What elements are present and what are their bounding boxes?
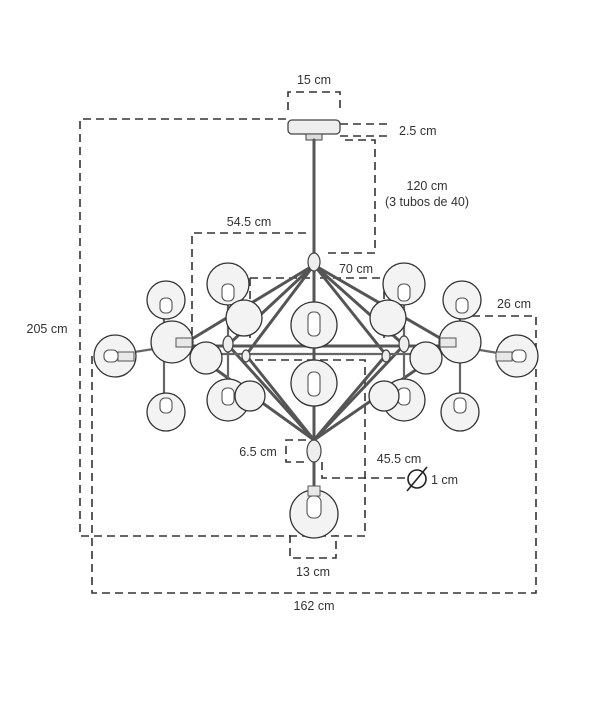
rod-length-label: 120 cm [407, 179, 448, 193]
dimension-labels: 15 cm 2.5 cm 120 cm (3 tubos de 40) 54.5… [27, 73, 532, 613]
globe [289, 485, 339, 539]
globe [290, 301, 338, 349]
globes [93, 262, 539, 539]
globe [368, 380, 400, 412]
globe [442, 280, 482, 320]
globe [146, 280, 186, 320]
canopy [287, 119, 341, 141]
lower-height-label: 45.5 cm [377, 452, 421, 466]
globe [438, 320, 482, 364]
globe [225, 299, 263, 337]
globe [382, 262, 426, 306]
tube-diameter-label: 1 cm [431, 473, 458, 487]
globe [440, 392, 480, 432]
total-width-label: 162 cm [294, 599, 335, 613]
globe [234, 380, 266, 412]
upper-span-label: 54.5 cm [227, 215, 271, 229]
diameter-icon [406, 466, 428, 492]
globe [206, 262, 250, 306]
hub-height-label: 6.5 cm [239, 445, 277, 459]
globe [495, 334, 539, 378]
globe-diameter-label: 13 cm [296, 565, 330, 579]
globe [409, 341, 443, 375]
total-height-label: 205 cm [27, 322, 68, 336]
globe [150, 320, 194, 364]
side-globe-label: 26 cm [497, 297, 531, 311]
hubs [222, 252, 410, 463]
globe [189, 341, 223, 375]
globe [369, 299, 407, 337]
globe [93, 334, 137, 378]
globe [290, 359, 338, 407]
canopy-width-label: 15 cm [297, 73, 331, 87]
inner-span-label: 70 cm [339, 262, 373, 276]
canopy-height-label: 2.5 cm [399, 124, 437, 138]
rod-note-label: (3 tubos de 40) [385, 195, 469, 209]
globe [146, 392, 186, 432]
